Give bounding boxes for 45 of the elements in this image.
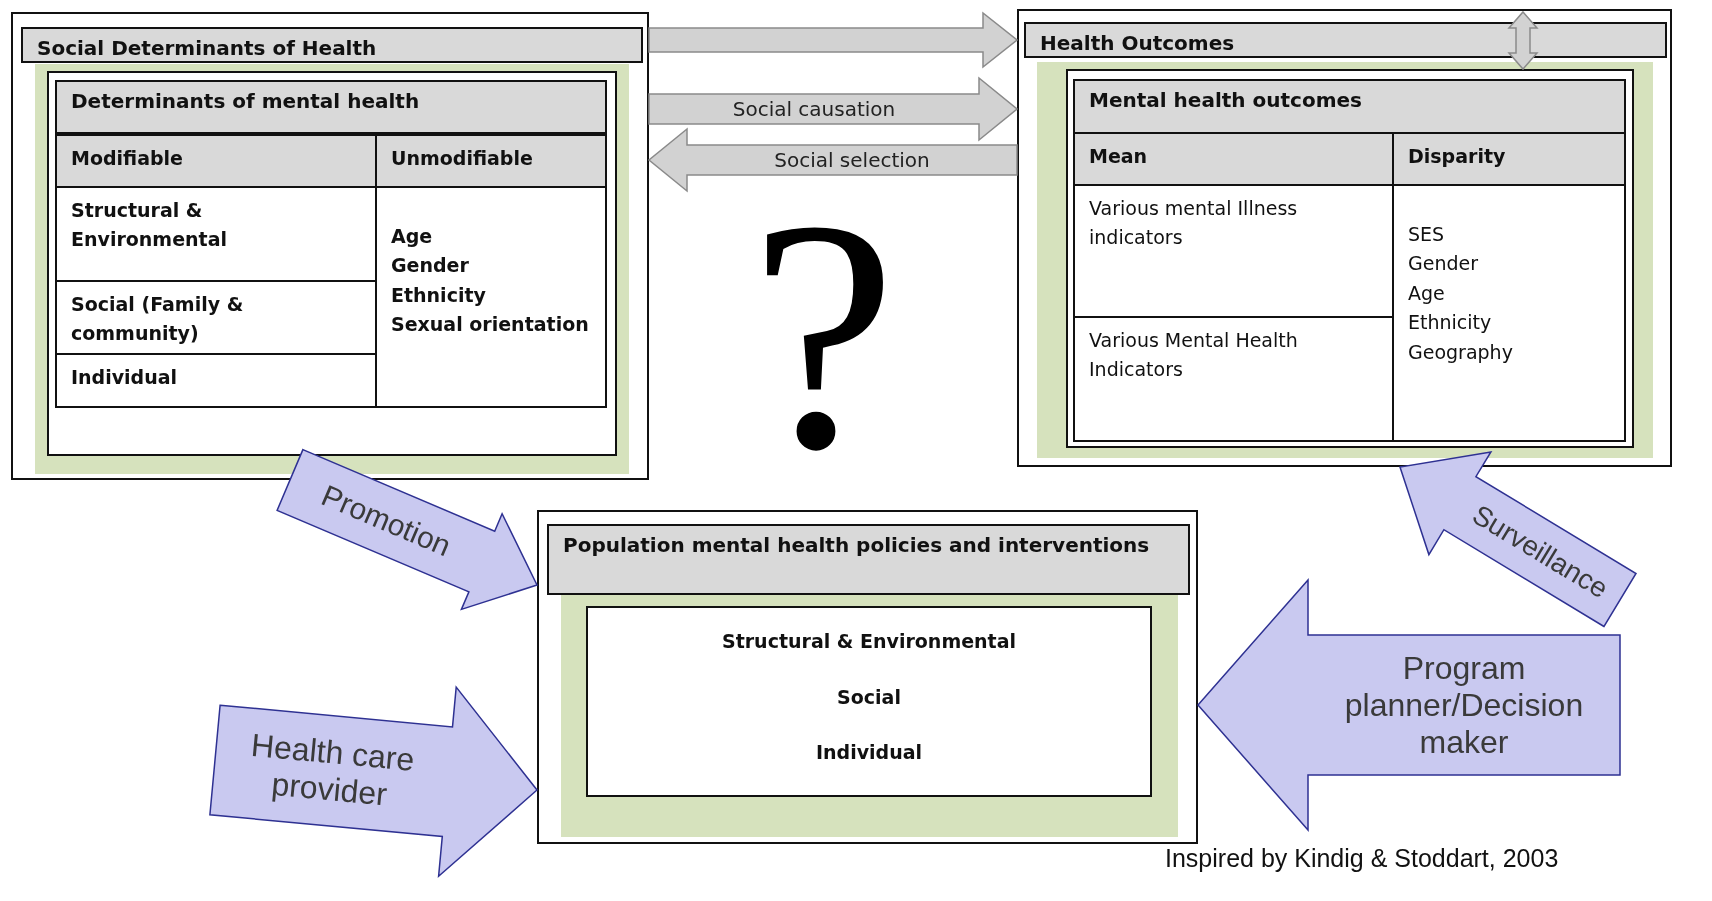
panel — [11, 12, 649, 480]
list-item: Age — [391, 224, 434, 249]
table — [1066, 69, 1634, 448]
column-header: Unmodifiable — [375, 134, 607, 188]
table-cell: Individual — [55, 353, 377, 408]
caption: Inspired by Kindig & Stoddart, 2003 — [1165, 844, 1559, 873]
edge-label: Social causation — [731, 97, 897, 121]
panel — [537, 510, 1198, 844]
panel — [1017, 9, 1672, 467]
table-header: Mental health outcomes — [1073, 79, 1626, 134]
table-cell — [1392, 184, 1626, 442]
column-header: Mean — [1073, 132, 1394, 186]
edge-label: Health care provider — [248, 725, 418, 814]
column-header: Modifiable — [55, 134, 377, 188]
block-arrow — [1399, 450, 1638, 628]
table-cell — [375, 186, 607, 408]
arrow — [1507, 10, 1539, 71]
arrow — [647, 127, 1018, 193]
block-arrow — [276, 448, 539, 611]
content-box — [586, 606, 1152, 797]
list-item: Sexual orientation — [391, 312, 590, 338]
title-bar: Health Outcomes — [1024, 22, 1667, 58]
list-item: SES — [1408, 222, 1446, 247]
table-cell: Various Mental Health Indicators — [1073, 316, 1394, 442]
column-header: Disparity — [1392, 132, 1626, 186]
title-bar: Population mental health policies and interventions — [547, 524, 1190, 595]
arrow — [648, 76, 1019, 142]
title-bar: Social Determinants of Health — [21, 27, 643, 63]
block-arrow — [209, 685, 539, 878]
table — [47, 71, 617, 456]
arrow — [648, 11, 1019, 69]
list-item: Individual — [815, 740, 923, 766]
block-arrow — [1197, 578, 1621, 832]
edge-label: Social selection — [773, 148, 931, 172]
table-header: Determinants of mental health — [55, 80, 607, 134]
list-item: Geography — [1408, 339, 1514, 365]
edge-label: Program planner/Decision maker — [1343, 649, 1585, 761]
list-item: Structural & Environmental — [722, 629, 1016, 655]
question-mark: ? — [750, 170, 897, 500]
list-item: Social — [837, 684, 901, 710]
list-item: Gender — [1408, 251, 1480, 277]
list-item: Age — [1408, 280, 1446, 306]
list-item: Gender — [391, 253, 470, 279]
list-item: Ethnicity — [1408, 310, 1493, 336]
list-item: Ethnicity — [391, 282, 487, 308]
